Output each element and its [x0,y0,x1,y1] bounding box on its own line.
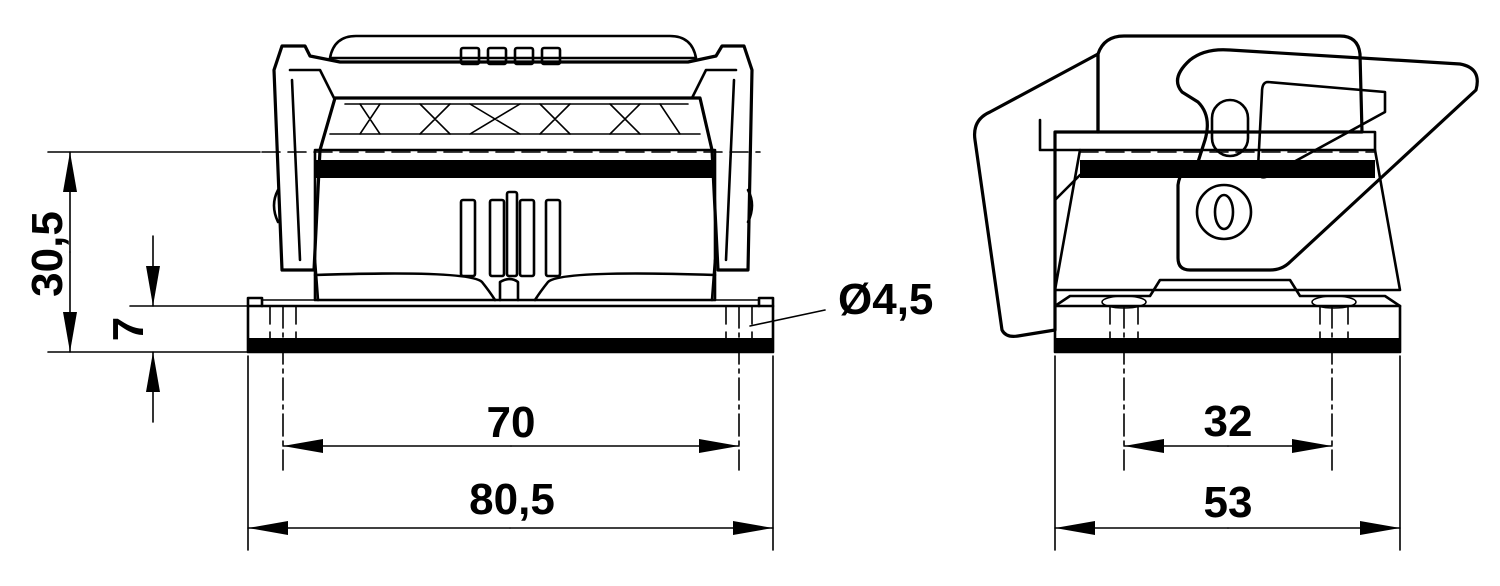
dimension-lines [47,151,1401,551]
side-base-flange [1053,278,1402,354]
front-locking-lever [272,44,754,272]
dim-label-hole-diameter: Ø4,5 [838,275,933,324]
dim-label-front-hole-spacing: 70 [487,398,536,447]
dim-label-height-flange: 7 [104,317,153,341]
front-top-cover [328,34,698,66]
side-cover-hood [1096,34,1364,134]
front-housing-body [261,148,761,302]
dim-label-height-total: 30,5 [23,211,72,297]
dim-label-side-hole-spacing: 32 [1204,397,1253,446]
side-view [972,34,1479,354]
dim-label-front-width: 80,5 [469,475,555,524]
side-locking-lever [1175,48,1479,272]
front-base-flange [246,296,775,354]
front-view [246,34,775,354]
side-left-pivot [972,52,1100,338]
dim-label-side-depth: 53 [1204,478,1253,527]
